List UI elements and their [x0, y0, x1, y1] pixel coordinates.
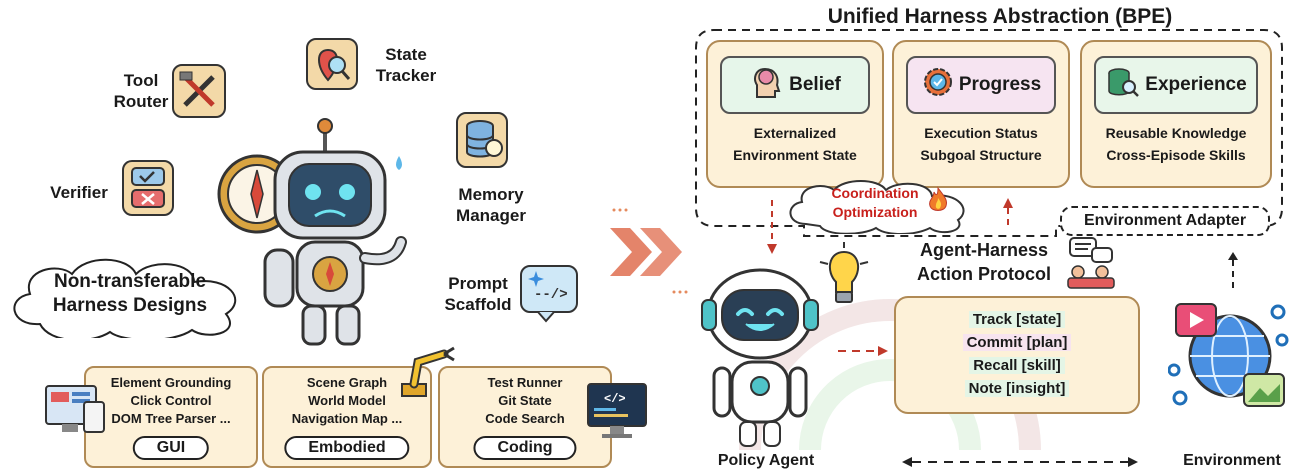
coordination-cloud-shape [789, 180, 965, 234]
domain-label-coding: Coding [473, 436, 577, 460]
agent-to-protocol-arrow [838, 346, 888, 356]
domain-box-gui: Element Grounding Click Control DOM Tree… [84, 366, 258, 468]
domain-line: Code Search [485, 411, 565, 426]
agent-environment-arrow [902, 457, 1138, 467]
forward-chevrons-icon [610, 208, 688, 294]
database-sync-icon [456, 112, 508, 173]
down-arrow-red [767, 200, 777, 254]
domain-label-embodied: Embodied [284, 436, 410, 460]
domain-line: Element Grounding [110, 375, 232, 390]
domain-line: World Model [308, 393, 386, 408]
team-chat-icon [1067, 237, 1115, 289]
map-pin-search-icon [306, 38, 358, 95]
module-experience-header: Experience [1094, 56, 1258, 114]
verifier-label: Verifier [50, 183, 108, 202]
action-commit: Commit [plan] [896, 331, 1138, 354]
action-protocol-box: Track [state] Commit [plan] Recall [skil… [894, 296, 1140, 414]
computer-screens-icon [44, 380, 108, 441]
gear-check-icon [921, 65, 955, 105]
database-search-icon [1105, 65, 1140, 105]
domain-line: Navigation Map ... [291, 411, 403, 426]
domain-line: Click Control [130, 393, 212, 408]
globe-network-icon [1168, 303, 1289, 407]
cloud-shape [13, 258, 237, 338]
environment-label: Environment [1183, 452, 1281, 469]
domain-line: Test Runner [487, 375, 563, 390]
env-to-adapter-arrow [1228, 252, 1238, 288]
check-cross-icon [122, 160, 174, 221]
robot-arm-icon [396, 344, 460, 405]
domain-box-coding: Test Runner Git State Code Search Coding [438, 366, 612, 468]
policy-agent-robot-illustration [701, 268, 819, 447]
module-progress-header: Progress [906, 56, 1056, 114]
environment-adapter-box: Environment Adapter [1060, 206, 1270, 236]
code-monitor-icon: </> [586, 382, 650, 447]
action-track: Track [state] [896, 308, 1138, 331]
lightbulb-icon [819, 242, 869, 303]
svg-text:--/>: --/> [534, 287, 568, 303]
page-title: Unified Harness Abstraction (BPE) [827, 5, 1173, 28]
brain-head-icon [749, 65, 783, 105]
up-arrow-red [1003, 198, 1013, 228]
fire-icon [929, 186, 947, 211]
action-recall: Recall [skill] [896, 354, 1138, 377]
domain-line: Scene Graph [306, 375, 388, 390]
hammer-wrench-icon [172, 64, 226, 123]
svg-text:</>: </> [604, 392, 626, 406]
action-note: Note [insight] [896, 377, 1138, 400]
bpe-dashed-region [695, 29, 1283, 237]
domain-line: DOM Tree Parser ... [111, 411, 231, 426]
domain-label-gui: GUI [132, 436, 210, 460]
module-belief-header: Belief [720, 56, 870, 114]
confused-robot-illustration [217, 118, 407, 346]
policy-agent-label: Policy Agent [717, 452, 815, 469]
sparkle-code-icon: --/> [520, 265, 580, 328]
domain-line: Git State [498, 393, 552, 408]
